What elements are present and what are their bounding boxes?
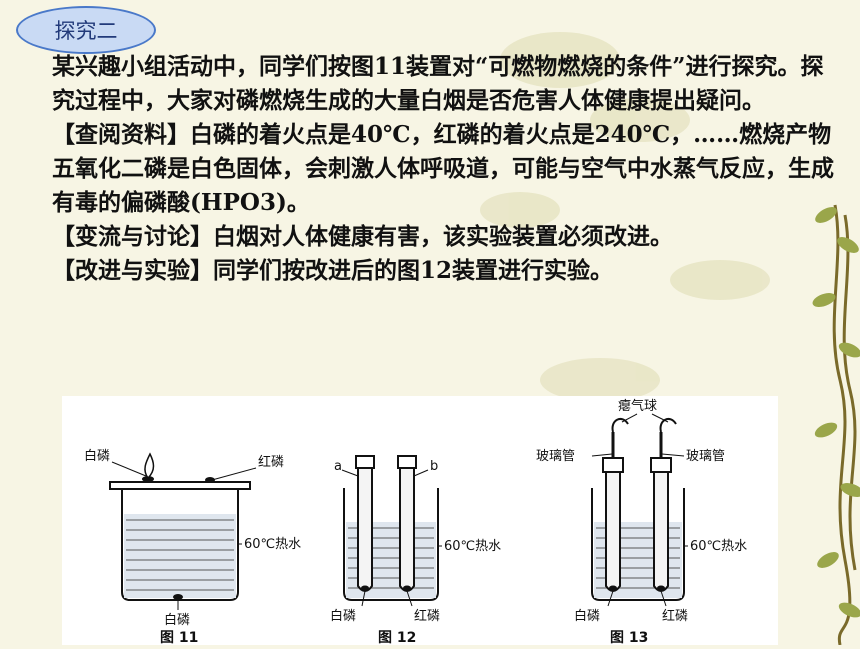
apparatus-figures: 白磷 红磷 60℃热水 白磷 图 11 [62, 396, 778, 646]
apparatus-diagram: 白磷 红磷 60℃热水 白磷 图 11 [84, 398, 747, 646]
figure-12: a b 60℃热水 白磷 红磷 图 12 [330, 455, 501, 646]
fig13-label-water: 60℃热水 [690, 539, 747, 554]
fig13-label-white-p: 白磷 [574, 608, 600, 624]
fig12-label-b: b [430, 459, 438, 474]
fig11-label-white-p-top: 白磷 [84, 448, 110, 464]
fig13-label-tube-left: 玻璃管 [536, 449, 575, 464]
fig13-label-red-p: 红磷 [662, 608, 688, 624]
fig12-label-white-p: 白磷 [330, 608, 356, 624]
fig11-label-water: 60℃热水 [244, 537, 301, 552]
paragraph-discussion: 【变流与讨论】白烟对人体健康有害，该实验装置必须改进。 [52, 223, 673, 250]
fig11-label-white-p-bottom: 白磷 [164, 612, 190, 628]
paragraph-reference: 【查阅资料】白磷的着火点是40℃，红磷的着火点是240℃，……燃烧产物五氧化二磷… [52, 121, 834, 216]
fig13-label-tube-right: 玻璃管 [686, 449, 725, 464]
fig12-label-red-p: 红磷 [414, 608, 440, 624]
paragraph-intro: 某兴趣小组活动中，同学们按图11装置对“可燃物燃烧的条件”进行探究。探究过程中，… [52, 53, 824, 114]
figure-11: 白磷 红磷 60℃热水 白磷 图 11 [84, 448, 301, 646]
section-badge: 探究二 [16, 6, 156, 54]
figure-13: 瘪气球 玻璃管 玻璃管 60℃热水 白磷 红磷 图 13 [536, 398, 747, 646]
fig13-label-balloon: 瘪气球 [618, 398, 657, 414]
problem-text: 某兴趣小组活动中，同学们按图11装置对“可燃物燃烧的条件”进行探究。探究过程中，… [52, 50, 842, 288]
fig11-caption: 图 11 [160, 630, 198, 645]
section-badge-label: 探究二 [54, 19, 118, 43]
fig12-caption: 图 12 [378, 630, 416, 645]
fig11-label-red-p: 红磷 [258, 454, 284, 470]
fig13-caption: 图 13 [610, 630, 648, 645]
fig12-label-water: 60℃热水 [444, 539, 501, 554]
fig12-label-a: a [334, 459, 342, 474]
paragraph-improvement: 【改进与实验】同学们按改进后的图12装置进行实验。 [52, 257, 614, 284]
